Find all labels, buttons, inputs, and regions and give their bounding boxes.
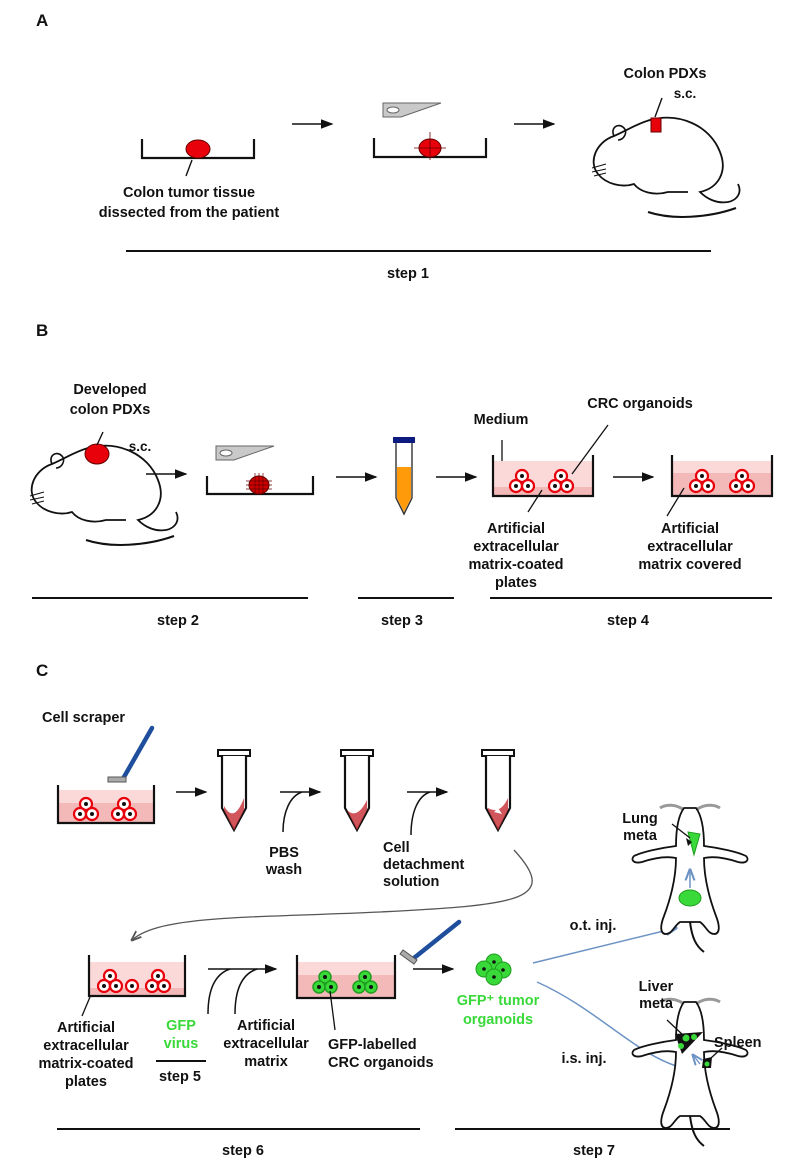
scalpel-blade-icon	[215, 445, 275, 461]
colon-tumor-green	[678, 889, 702, 907]
pdx-label: Colon PDXs	[624, 66, 707, 82]
lung-meta-label-line2: meta	[623, 828, 658, 844]
gfp-crc-label-line2: CRC organoids	[328, 1055, 434, 1071]
spleen-label: Spleen	[714, 1035, 762, 1051]
pbs-label-line1: PBS	[269, 845, 299, 861]
developed-pdx-label-line1: Developed	[73, 382, 146, 398]
lung-meta-label-line1: Lung	[622, 811, 657, 827]
return-arrow	[132, 849, 533, 940]
mouse-liver-model	[630, 997, 750, 1148]
mouse-icon	[591, 116, 741, 218]
pbs-wash-arrow	[280, 787, 322, 833]
sc-label: s.c.	[674, 86, 697, 101]
coated-label-line2: extracellular	[473, 539, 559, 555]
tumor-label-line2: dissected from the patient	[99, 205, 280, 221]
ot-injection-arrow	[532, 928, 676, 964]
cell-scraper-icon	[107, 725, 155, 783]
dish-with-minced-tumor	[372, 132, 488, 160]
pdx-implant	[650, 117, 662, 133]
recoated-label-line1: Artificial	[57, 1020, 115, 1036]
dish-with-tumor	[140, 139, 256, 177]
liver-meta-label-line1: Liver	[639, 979, 674, 995]
scalpel-blade-icon	[382, 102, 442, 118]
coated-label-line3: matrix-coated	[468, 557, 563, 573]
coated-label-line4: plates	[495, 575, 537, 591]
dish-with-minced-pdx	[205, 473, 315, 496]
tumor-label-line1: Colon tumor tissue	[123, 185, 255, 201]
gfp-tumor-organoid-icon	[475, 953, 512, 986]
panel-label-b: B	[36, 321, 48, 340]
gfp-transduction-arrow	[207, 964, 278, 1015]
liver-meta-label-line2: meta	[639, 996, 674, 1012]
developed-pdx-label-line2: colon PDXs	[70, 402, 151, 418]
culture-plate-covered	[666, 455, 774, 517]
tumor-tissue	[185, 139, 211, 159]
step-3-label: step 3	[381, 613, 423, 629]
step-7-label: step 7	[573, 1143, 615, 1159]
recoated-label-line2: extracellular	[43, 1038, 129, 1054]
step-6-label: step 6	[222, 1143, 264, 1159]
cell-scraper-icon	[399, 919, 462, 965]
is-injection-arrow	[536, 981, 688, 1069]
step-1-label: step 1	[387, 266, 429, 282]
coated-label-line1: Artificial	[487, 521, 545, 537]
covered-label-line2: extracellular	[647, 539, 733, 555]
recoated-label-line4: plates	[65, 1074, 107, 1090]
culture-plate-recoated	[81, 955, 187, 1017]
pbs-label-line2: wash	[265, 862, 302, 878]
gfp-crc-label-line1: GFP-labelled	[328, 1037, 417, 1053]
panel-label-c: C	[36, 661, 48, 680]
ecm-label-line1: Artificial	[237, 1018, 295, 1034]
step-2-label: step 2	[157, 613, 199, 629]
detach-label-line2: detachment	[383, 857, 465, 873]
medium-label: Medium	[474, 412, 529, 428]
culture-plate-gfp	[295, 955, 397, 1031]
gfp-tumor-label-line2: organoids	[463, 1012, 533, 1028]
gfp-tumor-label-line1: GFP⁺ tumor	[457, 993, 540, 1009]
covered-label-line3: matrix covered	[638, 557, 741, 573]
panel-label-a: A	[36, 11, 48, 30]
recoated-label-line3: matrix-coated	[38, 1056, 133, 1072]
pdx-tumor	[84, 443, 110, 465]
gfp-virus-label-line2: virus	[164, 1036, 199, 1052]
gfp-virus-label-line1: GFP	[166, 1018, 196, 1034]
culture-plate-scrape	[56, 785, 156, 825]
detachment-arrow	[407, 787, 449, 836]
centrifuge-tube-icon	[393, 437, 415, 516]
culture-plate-coated	[491, 424, 609, 513]
step-4-label: step 4	[607, 613, 649, 629]
mouse-top-icon	[630, 997, 750, 1148]
detach-label-line1: Cell	[383, 840, 410, 856]
ecm-label-line3: matrix	[244, 1054, 288, 1070]
crc-organoids-label: CRC organoids	[587, 396, 693, 412]
cell-scraper-label: Cell scraper	[42, 710, 125, 726]
covered-label-line1: Artificial	[661, 521, 719, 537]
detach-label-line3: solution	[383, 874, 439, 890]
step-5-label: step 5	[159, 1069, 201, 1085]
ot-inj-label: o.t. inj.	[570, 918, 617, 934]
sc-label-b: s.c.	[129, 439, 152, 454]
ecm-label-line2: extracellular	[223, 1036, 309, 1052]
is-inj-label: i.s. inj.	[561, 1051, 606, 1067]
